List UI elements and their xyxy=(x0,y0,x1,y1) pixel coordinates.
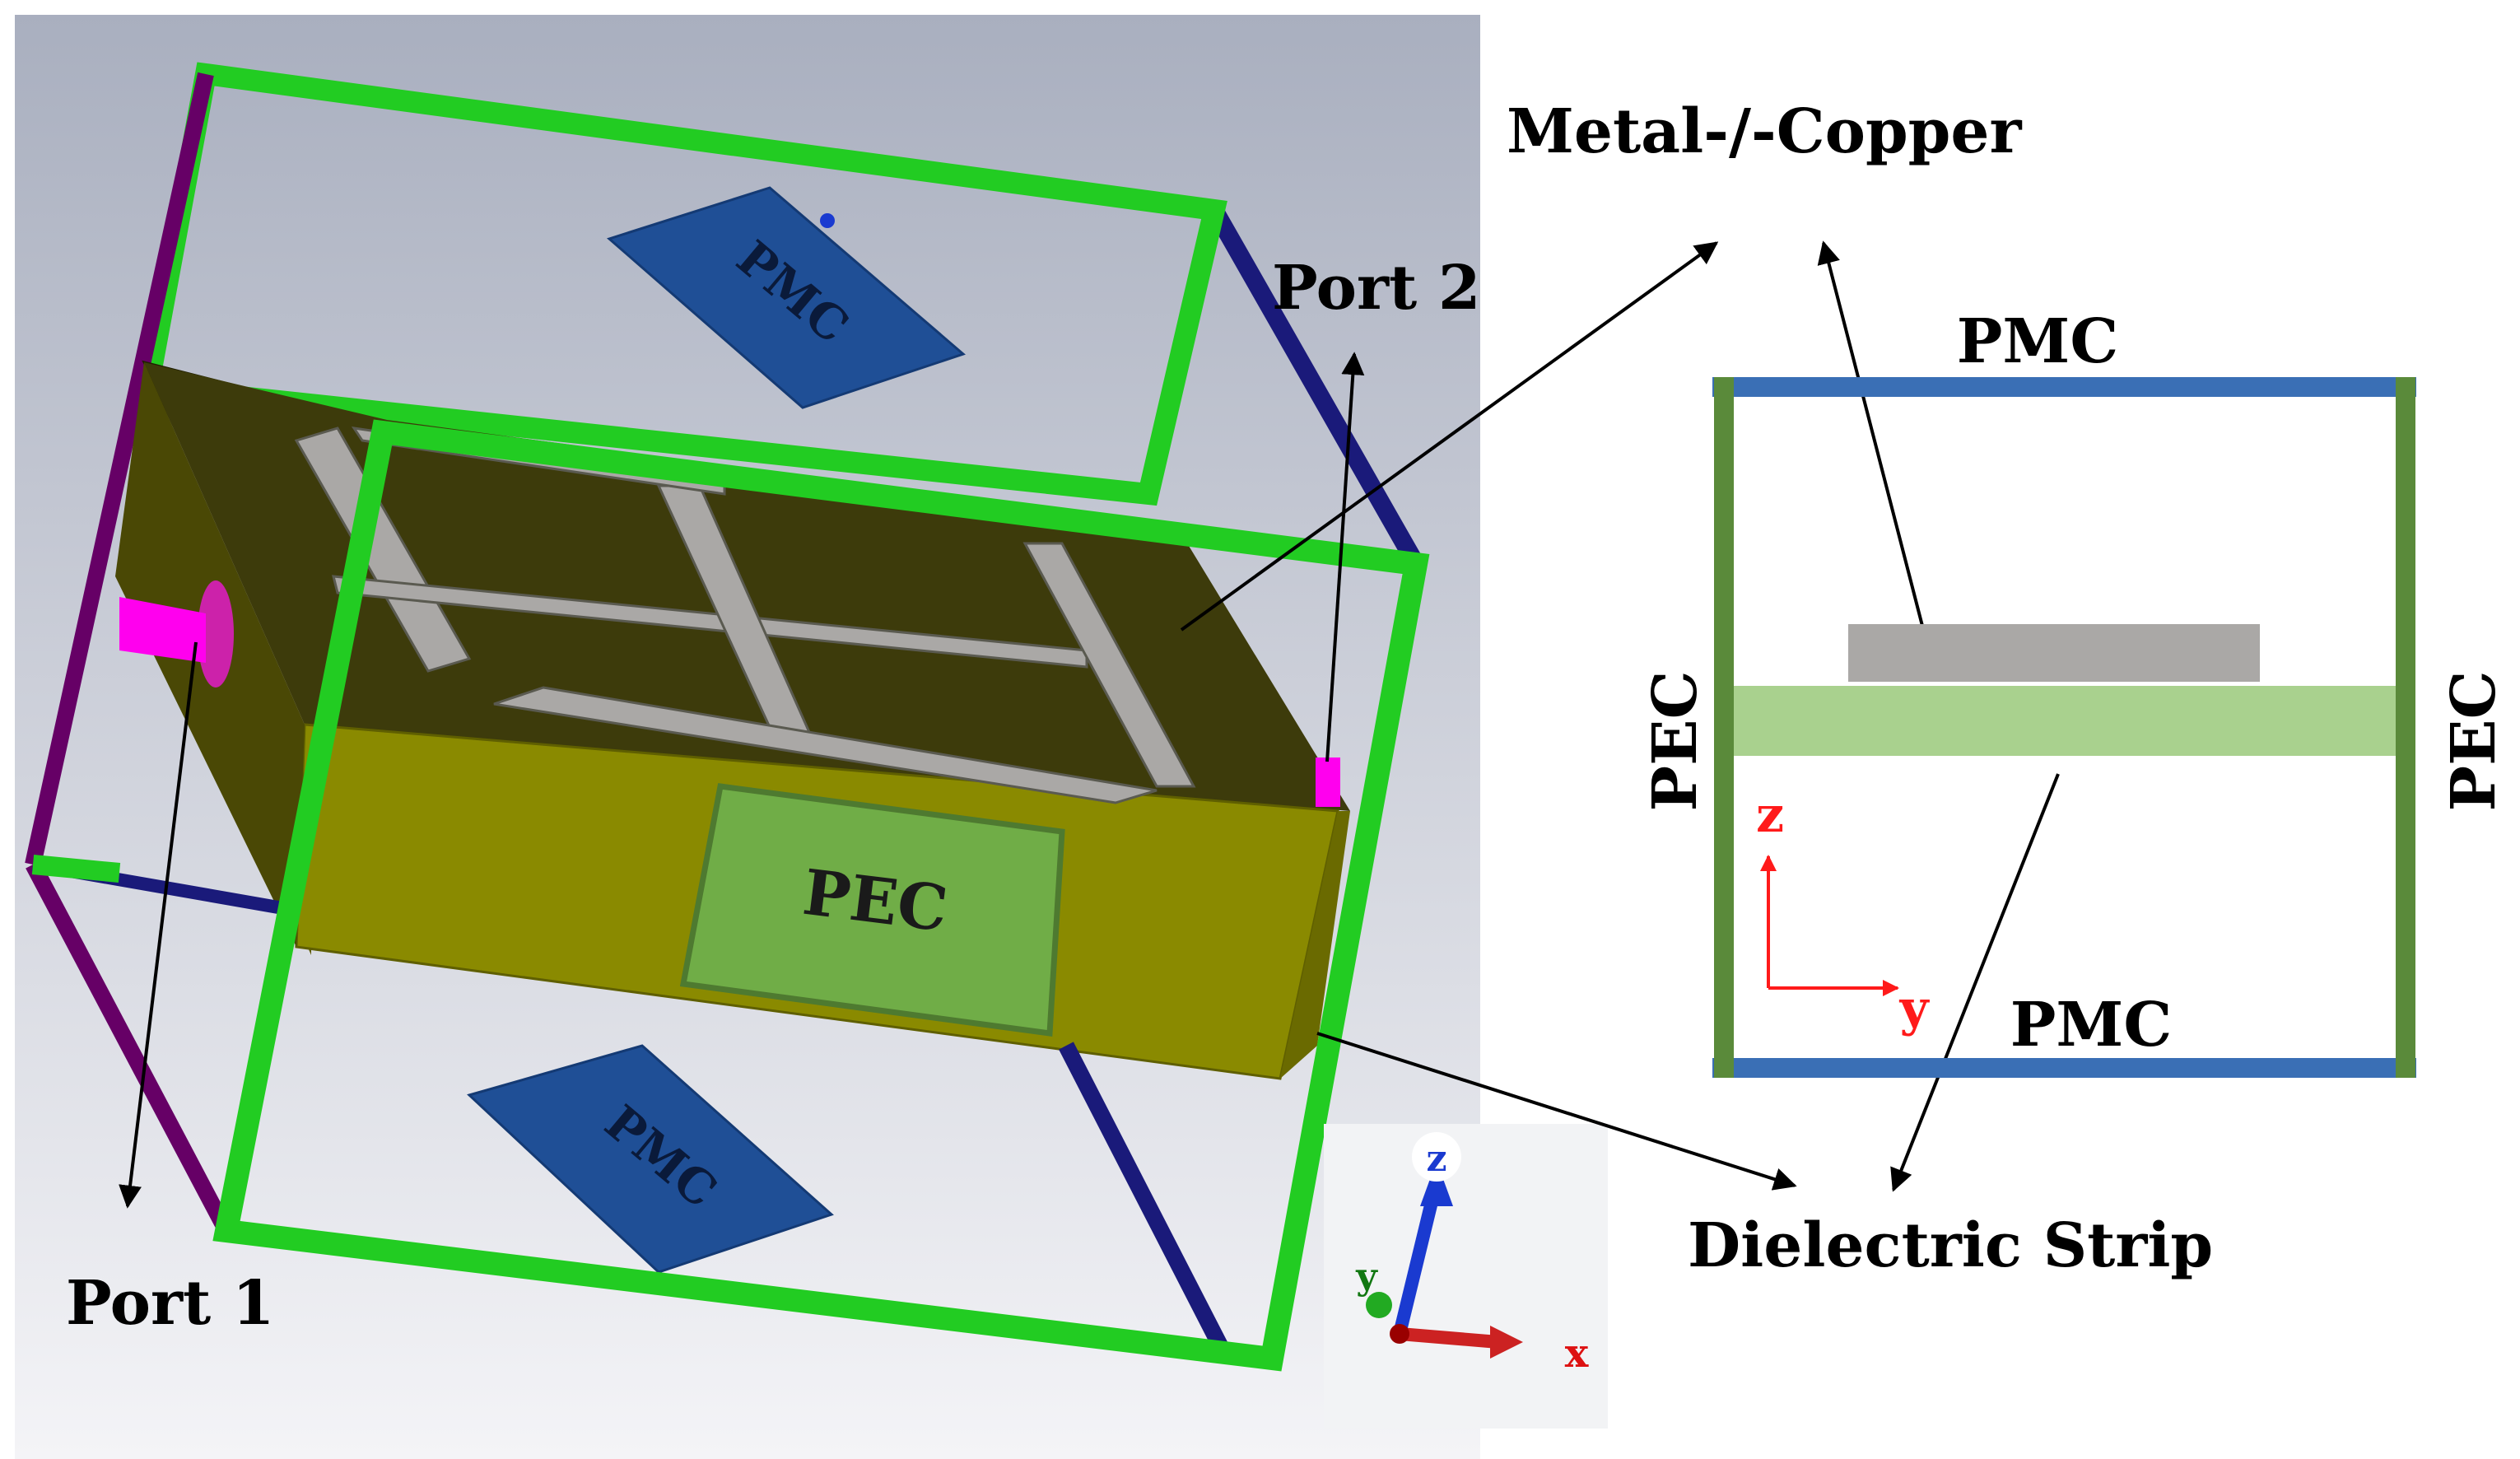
metal-arrow-from-3d xyxy=(1180,241,1719,632)
dielectric-arrow-from-cross-section xyxy=(1890,773,2060,1192)
pmc-top-marker xyxy=(820,213,835,228)
pec-right-wall xyxy=(2396,377,2415,1078)
cs-axis-z-label: z xyxy=(1756,786,1784,844)
pmc-top-sheet: PMC xyxy=(607,186,966,409)
annotations: Metal-/-Copper Dielectric Strip xyxy=(1180,96,2213,1281)
cs-axis: z y xyxy=(1756,786,1931,1037)
axis-x-label: x xyxy=(1565,1331,1589,1377)
pmc-bottom-wall xyxy=(1712,1058,2416,1078)
cs-pec-left-label: PEC xyxy=(1640,671,1711,812)
port-2-shape xyxy=(1316,757,1340,807)
pec-left-wall xyxy=(1714,377,1734,1078)
axis-y-label: y xyxy=(1355,1256,1378,1298)
port-2-arrow xyxy=(1325,352,1365,762)
3d-view-panel: PMC xyxy=(15,15,1608,1459)
port-1-shape xyxy=(119,580,234,688)
dielectric-strip xyxy=(1734,686,2396,756)
pmc-top-wall xyxy=(1712,377,2416,397)
pmc-bottom-sheet: PMC xyxy=(467,1044,834,1274)
port-1-arrow xyxy=(119,641,198,1209)
front-frame xyxy=(26,419,1430,1372)
cs-axis-y-label: y xyxy=(1899,980,1931,1037)
cs-pmc-top-label: PMC xyxy=(1957,306,2118,377)
axis-z-label: z xyxy=(1427,1138,1447,1180)
axis-triad: z y x xyxy=(1324,1124,1608,1429)
dielectric-arrow-from-3d xyxy=(1316,1032,1797,1191)
dielectric-strip-label: Dielectric Strip xyxy=(1688,1210,2213,1281)
cs-pec-right-label: PEC xyxy=(2438,671,2509,812)
port-2-label: Port 2 xyxy=(1272,253,1480,324)
metal-copper-label: Metal-/-Copper xyxy=(1507,96,2023,167)
pec-front-patch: PEC xyxy=(679,783,1065,1037)
cs-pmc-bottom-label: PMC xyxy=(2010,990,2172,1060)
metal-strip-pattern xyxy=(294,427,1196,804)
port-1-label: Port 1 xyxy=(66,1268,274,1339)
cross-section-panel: PMC PMC PEC PEC z y xyxy=(1640,306,2509,1078)
pec-front-label: PEC xyxy=(799,855,952,946)
metal-strip xyxy=(1848,624,2260,682)
metal-arrow-from-cross-section xyxy=(1817,240,1924,627)
